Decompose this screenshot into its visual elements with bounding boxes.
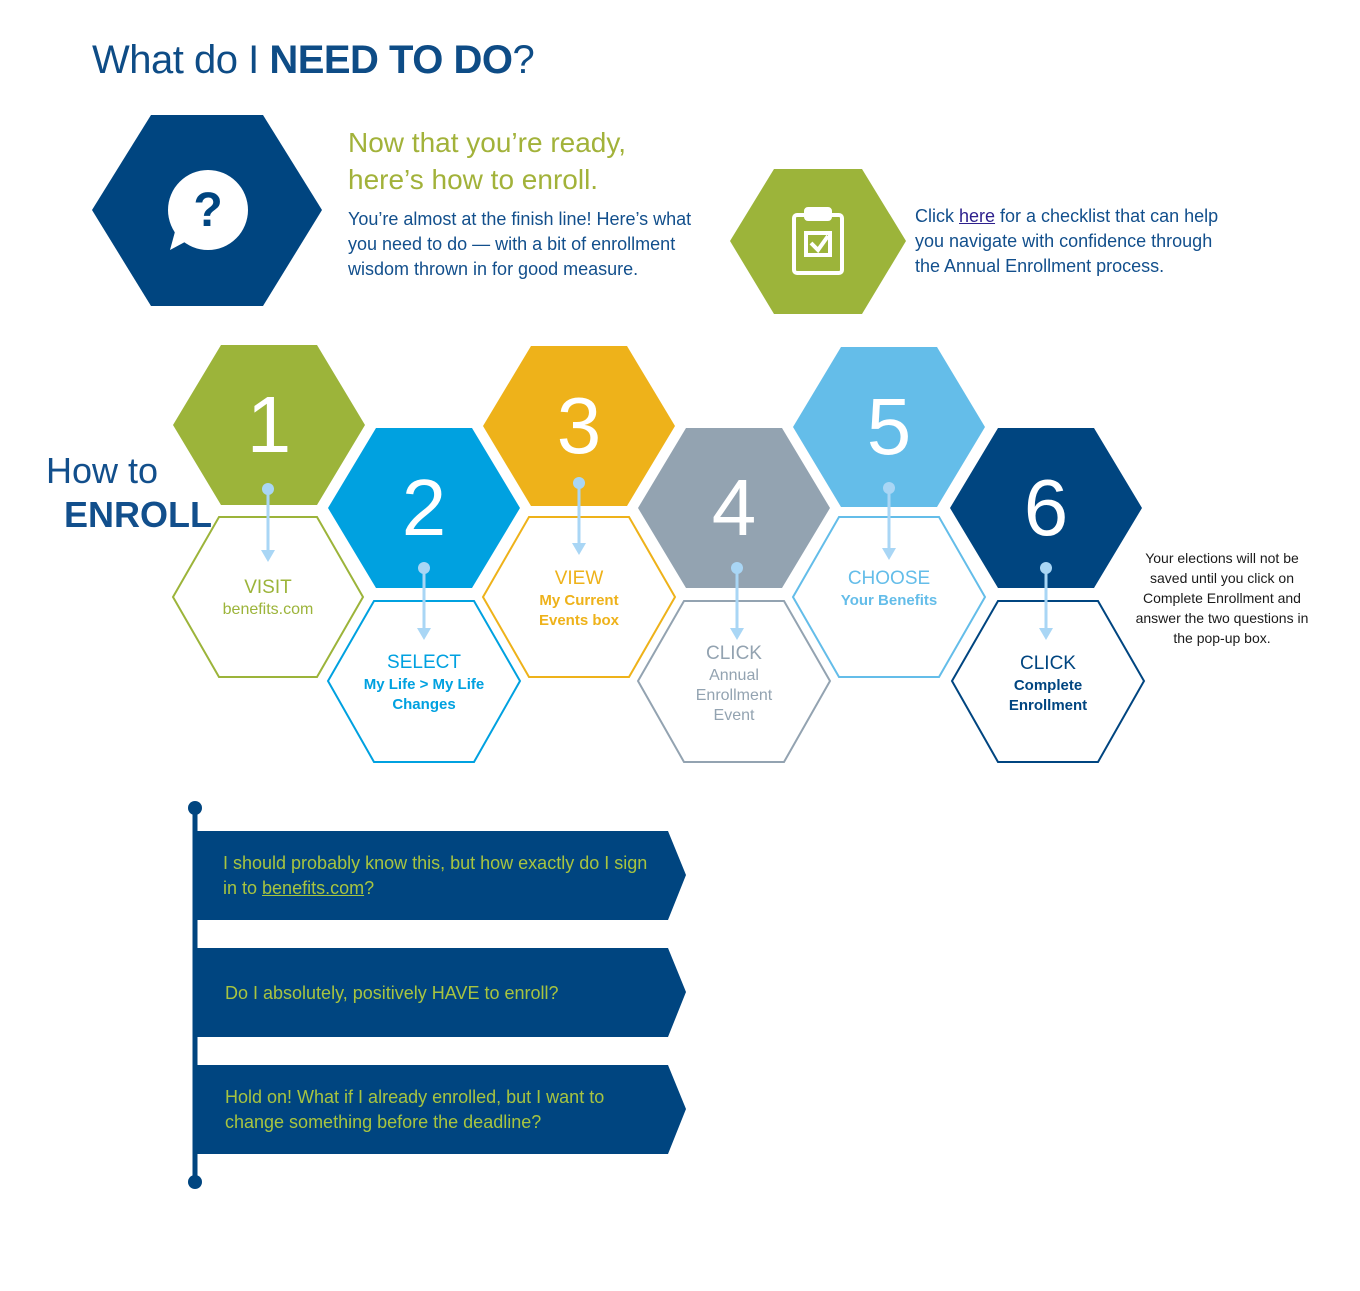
step-1-outline-hexagon: [171, 516, 365, 678]
step-5-verb: CHOOSE: [847, 568, 931, 589]
how-to-label: How to: [46, 450, 159, 491]
step-4-hexagon: [638, 428, 830, 588]
step-1-text: VISIT benefits.com: [198, 577, 338, 620]
step-connectors: [261, 477, 1053, 640]
step-6-hexagon: [950, 428, 1142, 588]
question-bubble-icon: ?: [168, 170, 248, 250]
faq-banner-2: [195, 948, 686, 1037]
step-5-number: 5: [866, 382, 912, 471]
step-1-hexagon: [173, 345, 365, 505]
faq-item-3[interactable]: Hold on! What if I already enrolled, but…: [225, 1087, 605, 1132]
step-6-outline-hexagon: [950, 600, 1146, 763]
step-3-hexagon: [483, 346, 675, 506]
step-2-hexagon: [328, 428, 520, 588]
step-4-outline-hexagon: [636, 600, 832, 763]
step-4-detail: Annual Enrollment Event: [695, 667, 773, 724]
step-3-verb: VIEW: [554, 568, 604, 589]
step-5-text: CHOOSE Your Benefits: [829, 568, 949, 611]
enroll-label: ENROLL: [64, 494, 212, 535]
page-title-emphasis: NEED TO DO: [269, 38, 513, 82]
faq-1-link[interactable]: benefits.com: [262, 878, 365, 898]
hero-body: You’re almost at the finish line! Here’s…: [348, 209, 692, 279]
clipboard-check-icon: [792, 207, 844, 275]
step-4-number: 4: [711, 463, 757, 552]
faq-item-1[interactable]: I should probably know this, but how exa…: [223, 853, 648, 898]
step-4-text: CLICK Annual Enrollment Event: [674, 643, 794, 726]
checklist-text: Click here for a checklist that can help…: [915, 206, 1219, 276]
step-3-detail: My Current Events box: [538, 592, 620, 629]
step-5-detail: Your Benefits: [840, 592, 938, 609]
step-2-outline-hexagon: [326, 600, 522, 763]
step-2-number: 2: [401, 463, 447, 552]
step-2-detail: My Life > My Life Changes: [363, 676, 485, 713]
faq-banner-3: [195, 1065, 686, 1154]
checklist-link[interactable]: here: [959, 206, 996, 226]
step-4-verb: CLICK: [706, 643, 762, 664]
step-6-number: 6: [1023, 463, 1069, 552]
step-5-hexagon: [793, 347, 985, 507]
checklist-hexagon: [730, 169, 906, 314]
enrollment-note: Your elections will not be saved until y…: [1135, 550, 1309, 646]
step-3-outline-hexagon: [481, 516, 677, 678]
faq-item-2[interactable]: Do I absolutely, positively HAVE to enro…: [225, 983, 559, 1003]
svg-text:?: ?: [193, 184, 222, 237]
step-6-detail: Complete Enrollment: [1008, 677, 1088, 714]
faq-banner-1: [195, 831, 686, 920]
step-1-verb: VISIT: [244, 577, 292, 598]
step-3-text: VIEW My Current Events box: [519, 568, 639, 631]
step-1-link[interactable]: benefits.com: [222, 601, 314, 618]
step-6-verb: CLICK: [1020, 653, 1076, 674]
step-2-text: SELECT My Life > My Life Changes: [354, 652, 494, 715]
step-1-number: 1: [246, 380, 292, 469]
hero-heading: Now that you’re ready, here’s how to enr…: [348, 127, 627, 195]
page-title: What do I NEED TO DO?: [92, 38, 535, 82]
step-2-verb: SELECT: [387, 652, 461, 673]
step-5-outline-hexagon: [791, 516, 987, 678]
step-6-text: CLICK Complete Enrollment: [988, 653, 1108, 716]
step-3-number: 3: [556, 381, 602, 470]
